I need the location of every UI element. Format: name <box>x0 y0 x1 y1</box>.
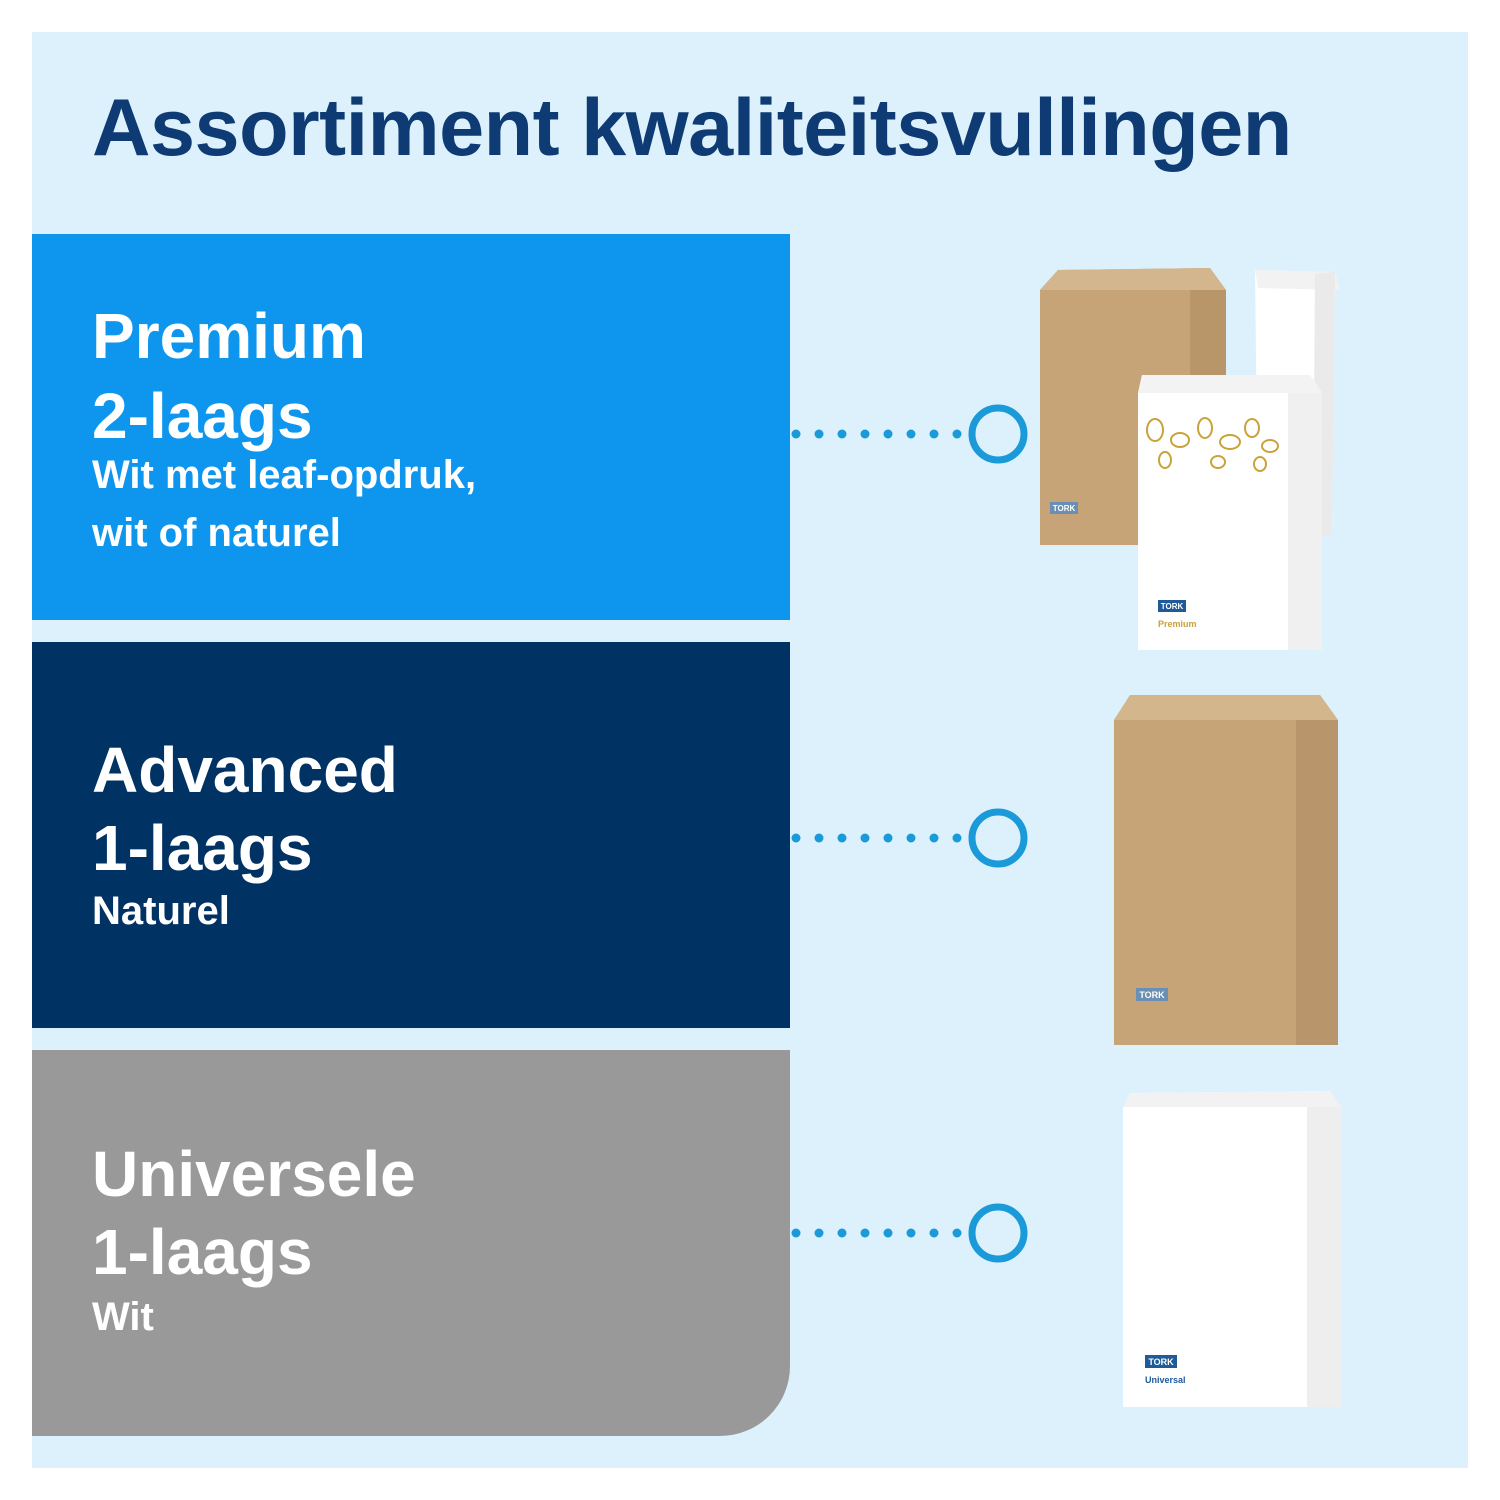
connector-premium <box>791 404 1028 464</box>
tier-ply: 1-laags <box>92 1216 313 1288</box>
tier-name: Universele <box>92 1138 416 1210</box>
tier-description: wit of naturel <box>92 511 341 555</box>
svg-text:TORK: TORK <box>1161 602 1184 611</box>
napkin-pack-image: TORK Premium <box>1138 375 1322 650</box>
tier-name: Premium <box>92 300 366 372</box>
napkin-pack-image: TORK Universal <box>1123 1091 1341 1407</box>
svg-text:TORK: TORK <box>1139 990 1165 1000</box>
connector-dots <box>791 1228 962 1238</box>
tier-universal: Universele 1-laags Wit <box>32 1050 790 1436</box>
svg-text:Universal: Universal <box>1145 1375 1186 1385</box>
advanced-napkin-pack-image: TORK <box>1114 695 1338 1045</box>
connector-advanced <box>791 808 1028 868</box>
tier-ply: 1-laags <box>92 812 313 884</box>
tier-description: Naturel <box>92 889 230 933</box>
tier-premium: Premium 2-laags Wit met leaf-opdruk, wit… <box>32 234 790 620</box>
connector-dots <box>791 833 962 843</box>
connector-ring-icon <box>968 1203 1028 1263</box>
tier-ply: 2-laags <box>92 380 313 452</box>
svg-text:TORK: TORK <box>1148 1357 1174 1367</box>
connector-ring-icon <box>968 404 1028 464</box>
universal-napkin-pack-image: TORK Universal <box>1123 1091 1341 1407</box>
connector-universal <box>791 1203 1028 1263</box>
tier-name: Advanced <box>92 734 398 806</box>
svg-text:Premium: Premium <box>1158 619 1197 629</box>
napkin-pack-image: TORK <box>1114 695 1338 1045</box>
connector-ring-icon <box>968 808 1028 868</box>
svg-text:TORK: TORK <box>1053 504 1076 513</box>
tier-description: Wit <box>92 1295 154 1339</box>
tier-advanced: Advanced 1-laags Naturel <box>32 642 790 1028</box>
page-title: Assortiment kwaliteitsvullingen <box>92 83 1292 173</box>
premium-napkin-packs-image: TORK TORK Premium <box>1040 268 1340 650</box>
tier-description: Wit met leaf-opdruk, <box>92 453 477 497</box>
connector-dots <box>791 429 962 439</box>
